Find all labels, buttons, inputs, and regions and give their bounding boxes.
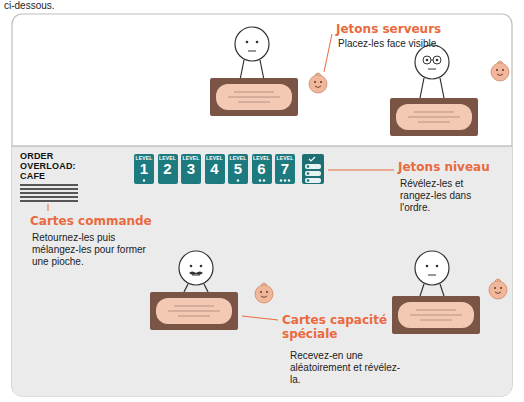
leader-lines xyxy=(48,34,394,320)
node-title: LEVEL xyxy=(158,154,178,161)
level-token: LEVEL2 xyxy=(158,154,178,184)
node-title: LEVEL xyxy=(134,154,154,161)
callout-text: Retournez-les puis mélangez-les pour for… xyxy=(32,232,146,268)
setup-frame xyxy=(12,14,512,396)
level-dot xyxy=(258,179,260,181)
table-band xyxy=(12,146,512,396)
node-title: LEVEL xyxy=(205,154,225,161)
level-number: 4 xyxy=(205,161,225,176)
level-token: LEVEL3 xyxy=(181,154,201,184)
node-title: ORDER OVERLOAD: CAFE xyxy=(20,151,82,181)
leader-line xyxy=(48,204,49,211)
callout-heading: Jetons serveurs xyxy=(336,22,486,36)
check-token xyxy=(302,154,324,184)
callout-heading: Jetons niveau xyxy=(398,160,508,174)
level-dots xyxy=(252,178,272,183)
level-dots xyxy=(228,178,248,183)
ability-card xyxy=(150,292,238,330)
fold-line xyxy=(12,146,512,147)
waiter-token xyxy=(255,283,273,303)
level-number: 1 xyxy=(134,161,154,176)
ability-card xyxy=(390,98,478,136)
player-figure xyxy=(235,27,269,80)
level-token: LEVEL7 xyxy=(275,154,295,184)
callout-heading: Cartes commande xyxy=(30,214,170,228)
waiter-token xyxy=(489,279,507,299)
node-title: LEVEL xyxy=(228,154,248,161)
level-number: 2 xyxy=(158,161,178,176)
waiter-token xyxy=(491,61,509,81)
callout-text: Révélez-les et rangez-les dans l'ordre. xyxy=(400,178,498,214)
callout-text: Recevez-en une aléatoirement et révélez-… xyxy=(290,350,408,386)
level-number: 3 xyxy=(181,161,201,176)
level-token: LEVEL1 xyxy=(134,154,154,184)
level-token: LEVEL5 xyxy=(228,154,248,184)
player-figure xyxy=(415,251,449,296)
ability-card xyxy=(392,296,480,334)
player-figure xyxy=(415,45,449,98)
level-token: LEVEL4 xyxy=(205,154,225,184)
game-logo: ORDER OVERLOAD: CAFE xyxy=(20,151,82,181)
node-title: LEVEL xyxy=(181,154,201,161)
level-dot xyxy=(237,179,239,181)
level-dot xyxy=(288,179,290,181)
level-dot xyxy=(280,179,282,181)
callout-text: Placez-les face visible. xyxy=(338,38,498,50)
level-number: 5 xyxy=(228,161,248,176)
leader-line xyxy=(324,34,332,72)
level-dots xyxy=(275,178,295,183)
intro-text: ci-dessous. xyxy=(4,0,94,12)
level-number: 7 xyxy=(275,161,295,176)
level-dots xyxy=(134,178,154,183)
node-title: LEVEL xyxy=(252,154,272,161)
level-dot xyxy=(143,179,145,181)
player-figure xyxy=(179,251,213,292)
level-dot xyxy=(262,179,264,181)
callout-heading: Cartes capacité spéciale xyxy=(282,313,388,341)
node-title: LEVEL xyxy=(275,154,295,161)
level-number: 6 xyxy=(252,161,272,176)
level-token: LEVEL6 xyxy=(252,154,272,184)
waiter-token xyxy=(309,73,327,93)
ability-card xyxy=(210,78,298,116)
level-dot xyxy=(284,179,286,181)
leader-line xyxy=(328,170,394,171)
order-deck xyxy=(20,184,78,202)
leader-line xyxy=(242,316,278,320)
